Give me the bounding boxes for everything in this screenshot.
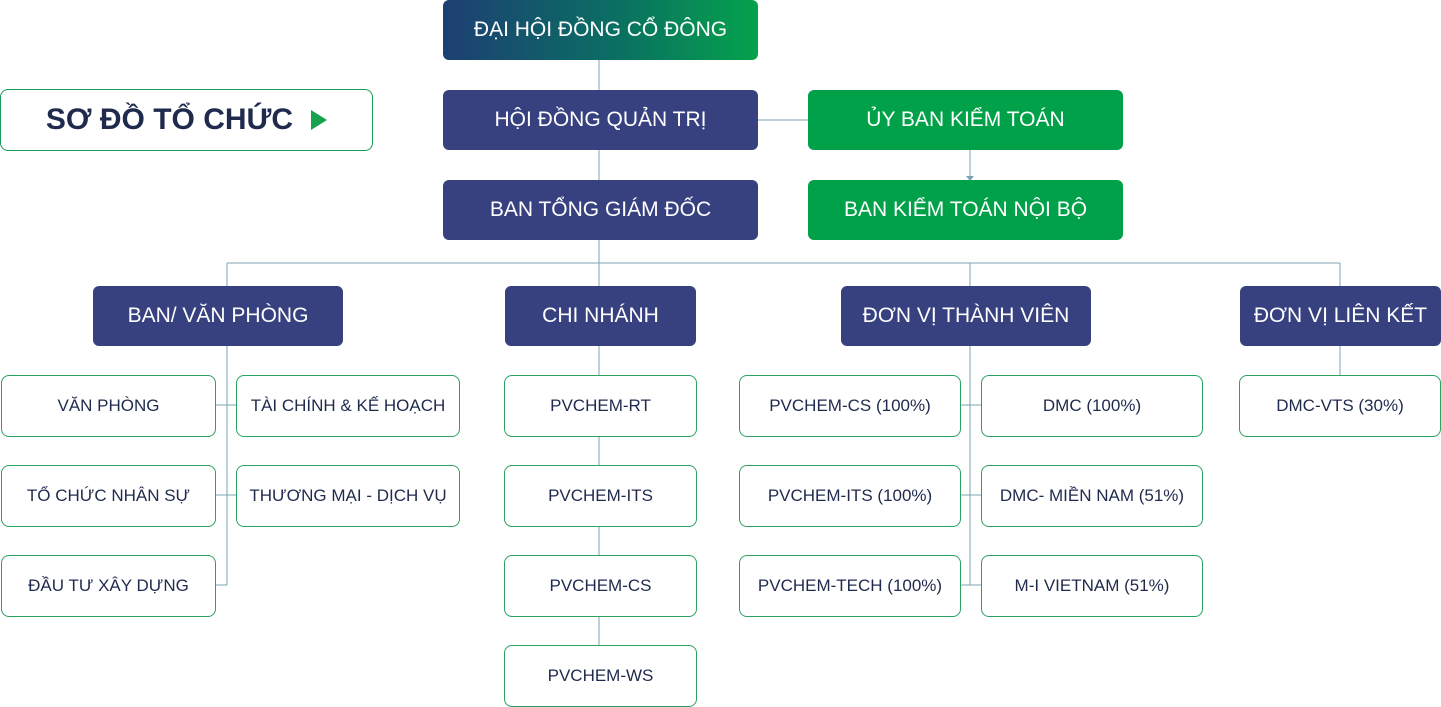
member-item: PVCHEM-CS (100%): [739, 375, 961, 437]
internal-audit-label: BAN KIỂM TOÁN NỘI BỘ: [843, 198, 1088, 221]
org-chart-title: SƠ ĐỒ TỔ CHỨC: [0, 89, 373, 151]
office-item-label: THƯƠNG MẠI - DỊCH VỤ: [249, 486, 447, 505]
office-item-label: ĐẦU TƯ XÂY DỰNG: [28, 576, 189, 595]
office-item-label: VĂN PHÒNG: [57, 396, 160, 415]
branch-item: PVCHEM-RT: [504, 375, 697, 437]
affiliates-header: ĐƠN VỊ LIÊN KẾT: [1240, 286, 1441, 346]
branch-item-label: PVCHEM-WS: [547, 666, 654, 685]
audit-committee-box: ỦY BAN KIỂM TOÁN: [808, 90, 1123, 150]
member-item-label: DMC (100%): [1042, 396, 1142, 415]
branch-item-label: PVCHEM-CS: [549, 576, 652, 595]
offices-header: BAN/ VĂN PHÒNG: [93, 286, 343, 346]
office-item: THƯƠNG MẠI - DỊCH VỤ: [236, 465, 460, 527]
member-item: PVCHEM-ITS (100%): [739, 465, 961, 527]
branch-item-label: PVCHEM-ITS: [548, 486, 653, 505]
ceo-label: BAN TỔNG GIÁM ĐỐC: [489, 198, 712, 221]
audit-committee-label: ỦY BAN KIỂM TOÁN: [866, 108, 1065, 131]
ceo-box: BAN TỔNG GIÁM ĐỐC: [443, 180, 758, 240]
members-header-label: ĐƠN VỊ THÀNH VIÊN: [862, 304, 1070, 327]
member-item: DMC (100%): [981, 375, 1203, 437]
affiliate-item-label: DMC-VTS (30%): [1276, 396, 1404, 415]
office-item-label: TÀI CHÍNH & KẾ HOẠCH: [250, 396, 446, 415]
member-item: PVCHEM-TECH (100%): [739, 555, 961, 617]
member-item-label: PVCHEM-TECH (100%): [757, 576, 943, 595]
member-item-label: DMC- MIỀN NAM (51%): [999, 486, 1185, 505]
member-item-label: M-I VIETNAM (51%): [1014, 576, 1170, 595]
branch-item-label: PVCHEM-RT: [550, 396, 651, 415]
member-item-label: PVCHEM-ITS (100%): [767, 486, 933, 505]
branch-item: PVCHEM-ITS: [504, 465, 697, 527]
affiliate-item: DMC-VTS (30%): [1239, 375, 1441, 437]
branches-header-label: CHI NHÁNH: [542, 304, 659, 327]
office-item: TÀI CHÍNH & KẾ HOẠCH: [236, 375, 460, 437]
office-item: VĂN PHÒNG: [1, 375, 216, 437]
members-header: ĐƠN VỊ THÀNH VIÊN: [841, 286, 1091, 346]
member-item-label: PVCHEM-CS (100%): [769, 396, 931, 415]
member-item: DMC- MIỀN NAM (51%): [981, 465, 1203, 527]
title-text: SƠ ĐỒ TỔ CHỨC: [45, 103, 294, 136]
affiliates-header-label: ĐƠN VỊ LIÊN KẾT: [1253, 304, 1428, 327]
branches-header: CHI NHÁNH: [505, 286, 696, 346]
office-item-label: TỔ CHỨC NHÂN SỰ: [26, 486, 191, 505]
shareholders-box: ĐẠI HỘI ĐỒNG CỔ ĐÔNG: [443, 0, 758, 60]
branch-item: PVCHEM-CS: [504, 555, 697, 617]
play-arrow-icon: [311, 110, 328, 130]
board-label: HỘI ĐỒNG QUẢN TRỊ: [494, 108, 707, 131]
branch-item: PVCHEM-WS: [504, 645, 697, 707]
board-box: HỘI ĐỒNG QUẢN TRỊ: [443, 90, 758, 150]
offices-header-label: BAN/ VĂN PHÒNG: [127, 304, 309, 327]
internal-audit-box: BAN KIỂM TOÁN NỘI BỘ: [808, 180, 1123, 240]
office-item: TỔ CHỨC NHÂN SỰ: [1, 465, 216, 527]
member-item: M-I VIETNAM (51%): [981, 555, 1203, 617]
office-item: ĐẦU TƯ XÂY DỰNG: [1, 555, 216, 617]
shareholders-label: ĐẠI HỘI ĐỒNG CỔ ĐÔNG: [473, 18, 728, 41]
